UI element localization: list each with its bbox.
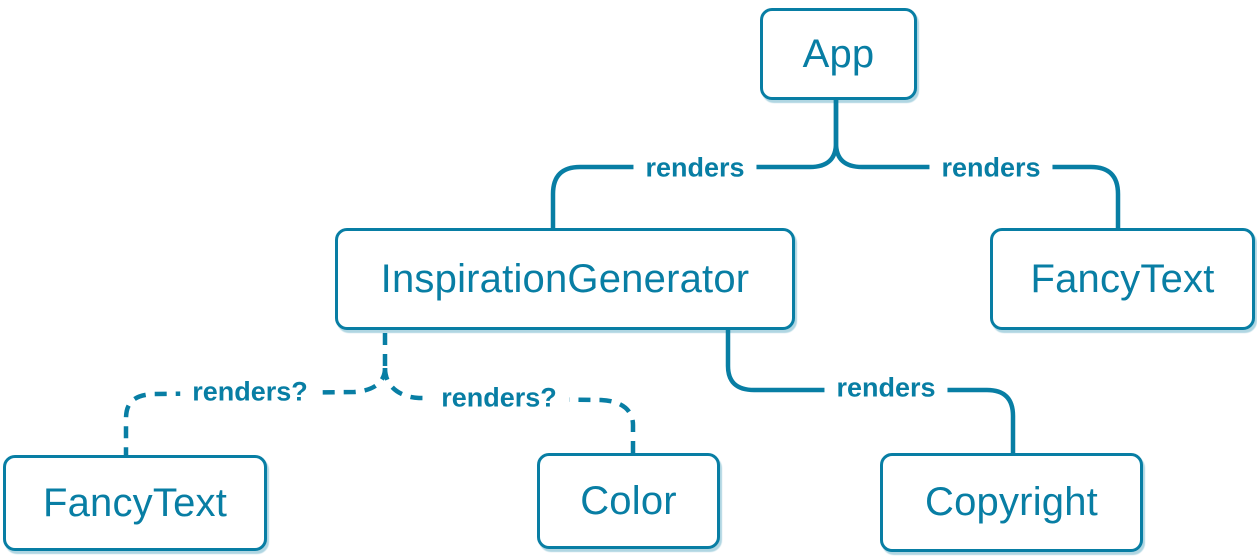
- node-app: App: [760, 8, 917, 100]
- edge-label-renders-question-color: renders?: [429, 380, 569, 416]
- node-copyright: Copyright: [880, 453, 1143, 552]
- edge-label-renders-question-fancy-text: renders?: [180, 374, 320, 410]
- edge-inspiration-generator-fancy-text: [123, 367, 388, 455]
- edge-inspiration-generator-color: [382, 367, 636, 453]
- edge-label-renders-copyright: renders: [824, 370, 948, 406]
- node-fancy-text-grandchild: FancyText: [3, 455, 267, 551]
- node-inspiration-generator: InspirationGenerator: [335, 228, 795, 330]
- node-fancy-text-child: FancyText: [990, 228, 1255, 330]
- edge-label-renders-app-fancy-text: renders: [929, 150, 1053, 186]
- node-color: Color: [537, 453, 720, 549]
- edge-label-renders-app-inspiration-generator: renders: [633, 150, 757, 186]
